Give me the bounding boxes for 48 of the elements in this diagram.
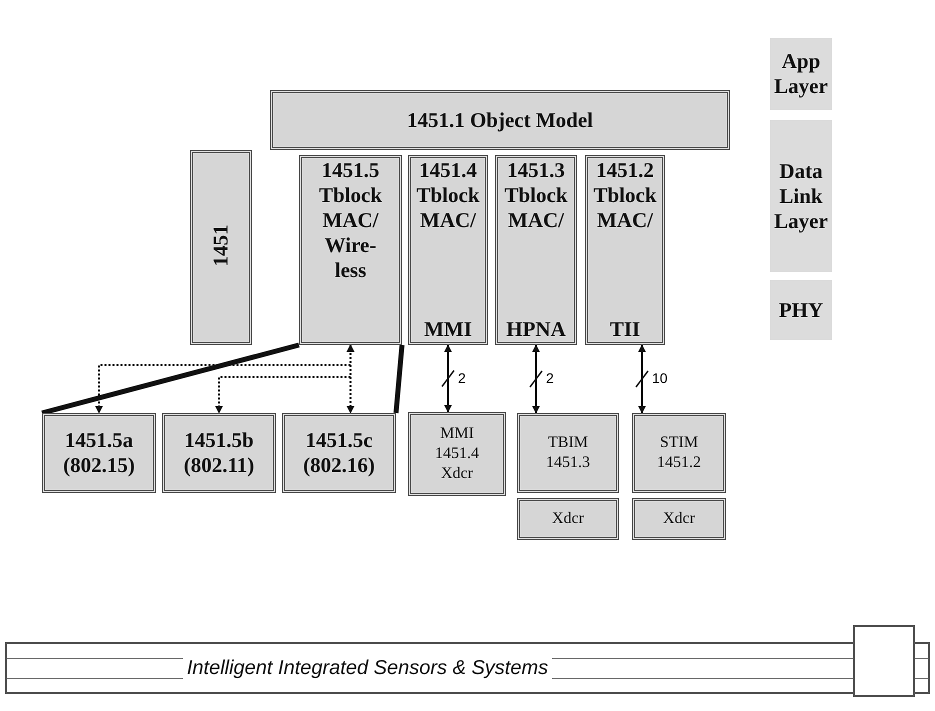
layer-band [770,120,832,272]
device-box [408,412,506,496]
box-label: 1451.5 Tblock MAC/ Wire- less [318,158,382,283]
tblock-box [585,155,665,345]
band-title: Intelligent Integrated Sensors & Systems [182,656,552,680]
connector-line [394,344,404,414]
arrow [638,344,646,414]
title-band [5,642,930,694]
box-label: TII [610,317,640,342]
box-label: 1451.4 Tblock MAC/ [416,158,480,233]
tblock-box [408,155,488,345]
model-box [270,90,730,150]
box-label: MMI [424,317,472,342]
device-box [282,413,396,493]
box-label: TBIM 1451.3 [546,433,590,473]
box-label: 1451.5b (802.11) [184,428,254,478]
end-box [853,625,915,697]
box-label: 1451.3 Tblock MAC/ [504,158,568,233]
box-label: 1451.1 Object Model [406,108,594,132]
box-label: 1451.5a (802.15) [63,428,135,478]
tblock-box [299,155,402,345]
arrow [444,344,452,413]
box-label: Xdcr [663,509,695,529]
box-label: 1451.2 Tblock MAC/ [593,158,657,233]
box-label: HPNA [506,317,566,342]
layer-band [770,280,832,340]
device-box [162,413,276,493]
connector-line [41,342,300,416]
box-label: Xdcr [552,509,584,529]
transducer-box [517,498,619,540]
box-label: STIM 1451.2 [657,433,701,473]
layer-band [770,38,832,110]
box-label: App Layer [774,49,828,99]
device-box [632,413,726,493]
edge-label: 10 [651,370,669,386]
device-box [517,413,619,493]
box-label: PHY [778,298,824,322]
tblock-box [495,155,577,345]
arrow [346,344,354,414]
box-label: Data Link Layer [774,158,828,234]
box-label: 1451 [208,224,234,266]
box-label: 1451.5c (802.16) [303,428,375,478]
transducer-box [632,498,726,540]
box-label: MMI 1451.4 Xdcr [435,424,479,484]
standard-box [190,150,252,345]
device-box [42,413,156,493]
arrow [532,344,540,414]
edge-label: 2 [545,370,555,386]
